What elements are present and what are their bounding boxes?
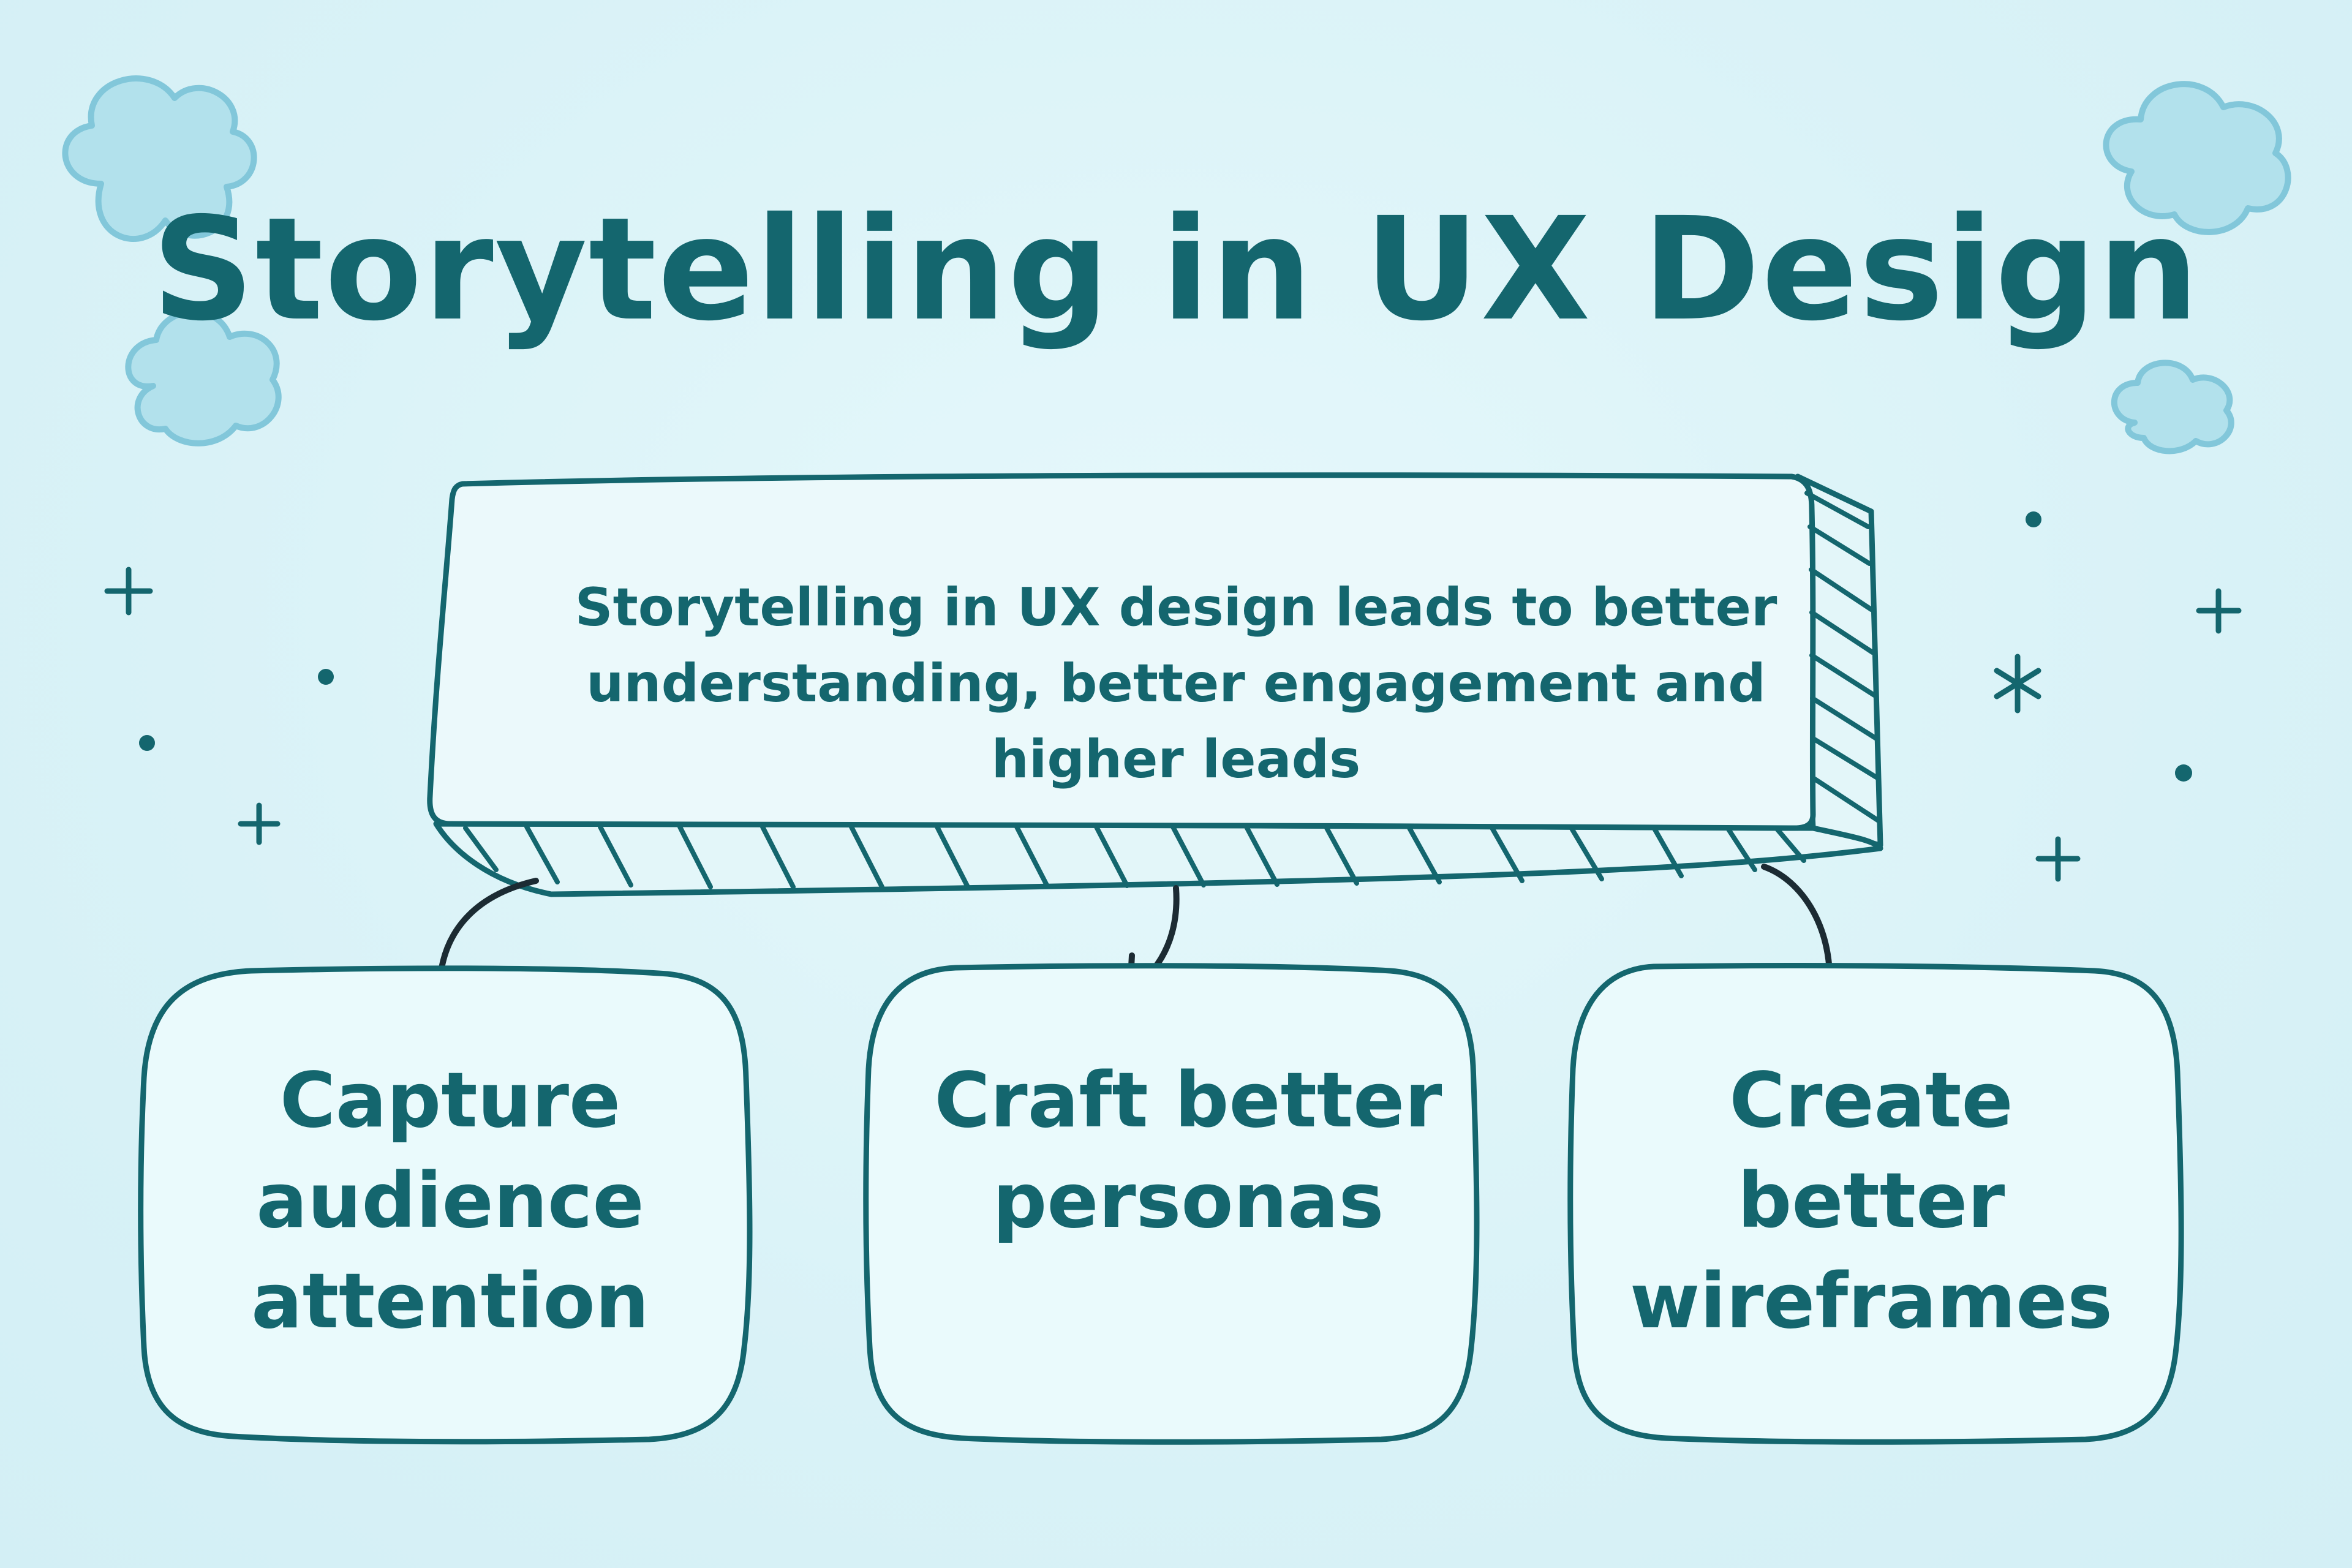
dot-icon xyxy=(139,735,155,751)
sparkle-icon xyxy=(238,802,281,845)
cloud-icon xyxy=(2103,81,2291,235)
page-title: Storytelling in UX Design xyxy=(151,187,2201,352)
cloud-icon xyxy=(2111,360,2234,454)
cloud-icon xyxy=(62,75,257,242)
child-label-create-wireframes: Create better wireframes xyxy=(1629,1057,2113,1346)
child-box-2 xyxy=(1567,962,2184,1445)
main-node-box xyxy=(427,472,1883,897)
sparkle-icon xyxy=(2035,836,2081,882)
asterisk-icon xyxy=(1994,654,2041,714)
child-box-1 xyxy=(863,963,1480,1445)
child-box-0 xyxy=(138,965,753,1445)
dot-icon xyxy=(2175,764,2192,782)
sparkle-icon xyxy=(104,567,153,616)
dot-icon xyxy=(2026,511,2041,527)
main-node-text: Storytelling in UX design leads to bette… xyxy=(575,577,1777,790)
cloud-icon xyxy=(125,309,282,447)
sparkle-icon xyxy=(2196,588,2242,634)
child-label-craft-personas: Craft better personas xyxy=(934,1057,1442,1245)
child-label-capture-attention: Capture audience attention xyxy=(251,1057,649,1346)
dot-icon xyxy=(318,669,334,685)
